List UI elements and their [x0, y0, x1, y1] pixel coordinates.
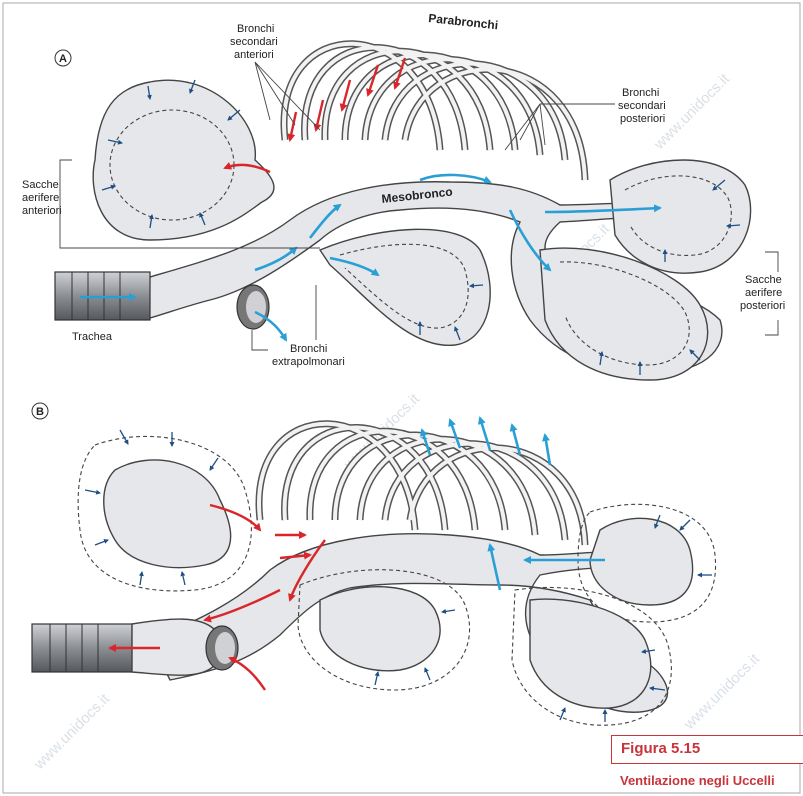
svg-text:aerifere: aerifere [745, 287, 782, 299]
svg-text:extrapolmonari: extrapolmonari [272, 356, 345, 368]
posterior-lower-sac-b [530, 599, 651, 708]
parabronchi-loops-b [259, 424, 585, 545]
panel-a-label: A [59, 53, 67, 65]
svg-text:posteriori: posteriori [740, 300, 785, 312]
figure-caption-box: Figura 5.15 [611, 735, 803, 764]
panel-b-label: B [36, 406, 44, 418]
parabronchi-label: Parabronchi [428, 11, 499, 32]
svg-text:Bronchi: Bronchi [237, 23, 274, 35]
watermark-text: www.unidocs.it [30, 690, 113, 773]
sacche-aerifere-posteriori-label: Sacche aerifere posteriori [740, 252, 785, 335]
svg-text:aerifere: aerifere [22, 192, 59, 204]
svg-text:secondari: secondari [618, 100, 666, 112]
anterior-lower-sac-a [320, 229, 490, 345]
anterior-lower-sac-b [320, 587, 440, 671]
posterior-upper-sac-a [610, 160, 751, 273]
parabronchi-loops-a [284, 44, 585, 180]
figure-title: Ventilazione negli Uccelli [620, 773, 775, 788]
svg-text:anteriori: anteriori [22, 205, 62, 217]
bronchi-secondari-posteriori-label: Bronchi secondari posteriori [505, 87, 666, 150]
svg-text:Sacche: Sacche [22, 179, 59, 191]
trachea-label: Trachea [72, 331, 113, 343]
anterior-air-sac-b [104, 460, 231, 568]
svg-text:Bronchi: Bronchi [622, 87, 659, 99]
svg-text:posteriori: posteriori [620, 113, 665, 125]
svg-text:Sacche: Sacche [745, 274, 782, 286]
svg-text:Bronchi: Bronchi [290, 343, 327, 355]
svg-text:anteriori: anteriori [234, 49, 274, 61]
posterior-upper-sac-b [590, 518, 693, 605]
anterior-air-sac-a [93, 80, 274, 240]
watermark-text: www.unidocs.it [680, 650, 763, 733]
svg-text:secondari: secondari [230, 36, 278, 48]
panel-a: A [22, 11, 785, 380]
figure-number: Figura 5.15 [621, 740, 700, 757]
